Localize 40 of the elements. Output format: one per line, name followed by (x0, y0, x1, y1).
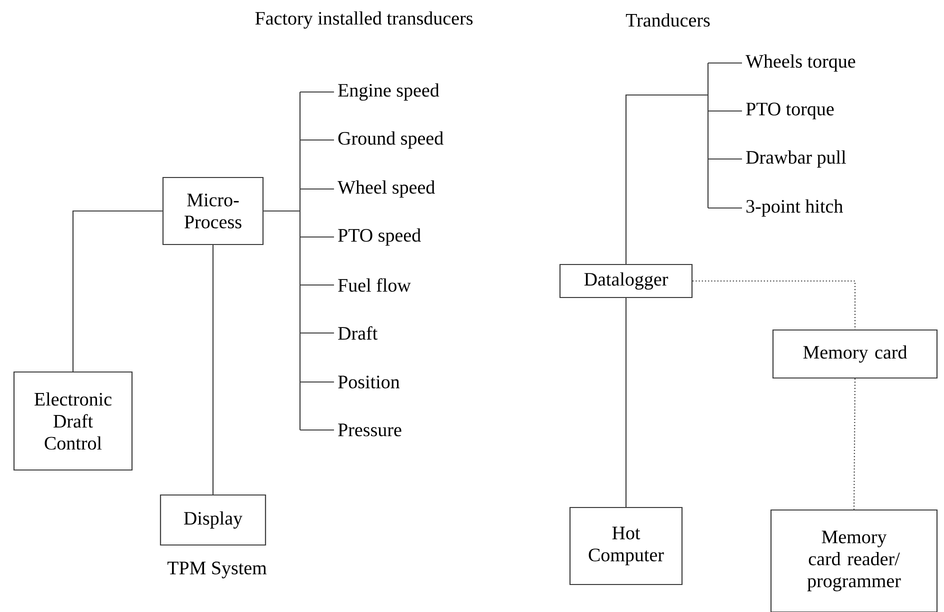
connector-line (300, 332, 334, 334)
bracket-trunk (263, 91, 301, 431)
process-box: Memory card (772, 329, 938, 379)
connector-line (300, 381, 334, 383)
connector-line (300, 139, 334, 141)
transducer-label: 3-point hitch (746, 199, 843, 217)
process-box: Display (160, 494, 266, 546)
process-box: Hot Computer (569, 506, 683, 586)
transducer-label: Position (338, 376, 400, 388)
transducer-label: Draft (338, 326, 378, 340)
process-box: Micro-Process (162, 176, 264, 246)
connector-line (300, 188, 334, 190)
connector-line (708, 62, 742, 64)
dotted-connector (692, 280, 856, 330)
process-box: Electronic Draft Control (13, 371, 133, 471)
connector-line (708, 158, 742, 160)
connector-line (300, 284, 334, 286)
heading: Tranducers (626, 13, 710, 27)
transducer-label: Ground speed (338, 131, 444, 149)
connector-line (300, 236, 334, 238)
transducer-label: Pressure (338, 424, 402, 436)
heading: Factory installed transducers (255, 11, 473, 29)
transducer-label: PTO speed (338, 228, 421, 246)
connector-line (300, 429, 334, 431)
process-box: Memory card reader/ programmer (770, 509, 938, 612)
connector-line (625, 298, 627, 507)
connector-line (708, 207, 742, 209)
connector-line (212, 245, 214, 494)
transducer-label: Wheels torque (746, 54, 856, 72)
transducer-label: PTO torque (746, 102, 834, 120)
transducer-label: Drawbar pull (746, 150, 846, 168)
transducer-label: Engine speed (338, 83, 440, 101)
process-box: Datalogger (559, 264, 693, 298)
transducer-label: Fuel flow (338, 278, 411, 292)
connector-line (708, 110, 742, 112)
bracket-trunk (625, 62, 709, 264)
dotted-connector (853, 378, 856, 510)
transducer-label: Wheel speed (338, 180, 435, 198)
connector-line (72, 210, 162, 372)
connector-line (300, 91, 334, 93)
